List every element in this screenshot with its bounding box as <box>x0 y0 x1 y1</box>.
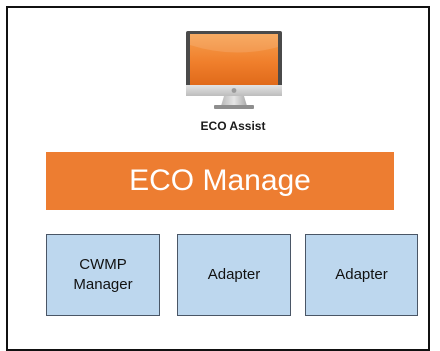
module-label: Adapter <box>207 266 261 283</box>
adapter-box: Adapter <box>305 234 418 316</box>
eco-manage-label: ECO Manage <box>129 164 311 197</box>
cwmp-manager-box: CWMP Manager <box>46 234 160 316</box>
eco-assist-label: ECO Assist <box>200 119 266 133</box>
module-label: Adapter <box>335 266 388 283</box>
adapter-box: Adapter <box>177 234 291 316</box>
desktop-monitor-icon <box>184 29 284 112</box>
eco-manage-bar: ECO Manage <box>46 152 394 210</box>
module-label: CWMP Manager <box>73 256 133 293</box>
